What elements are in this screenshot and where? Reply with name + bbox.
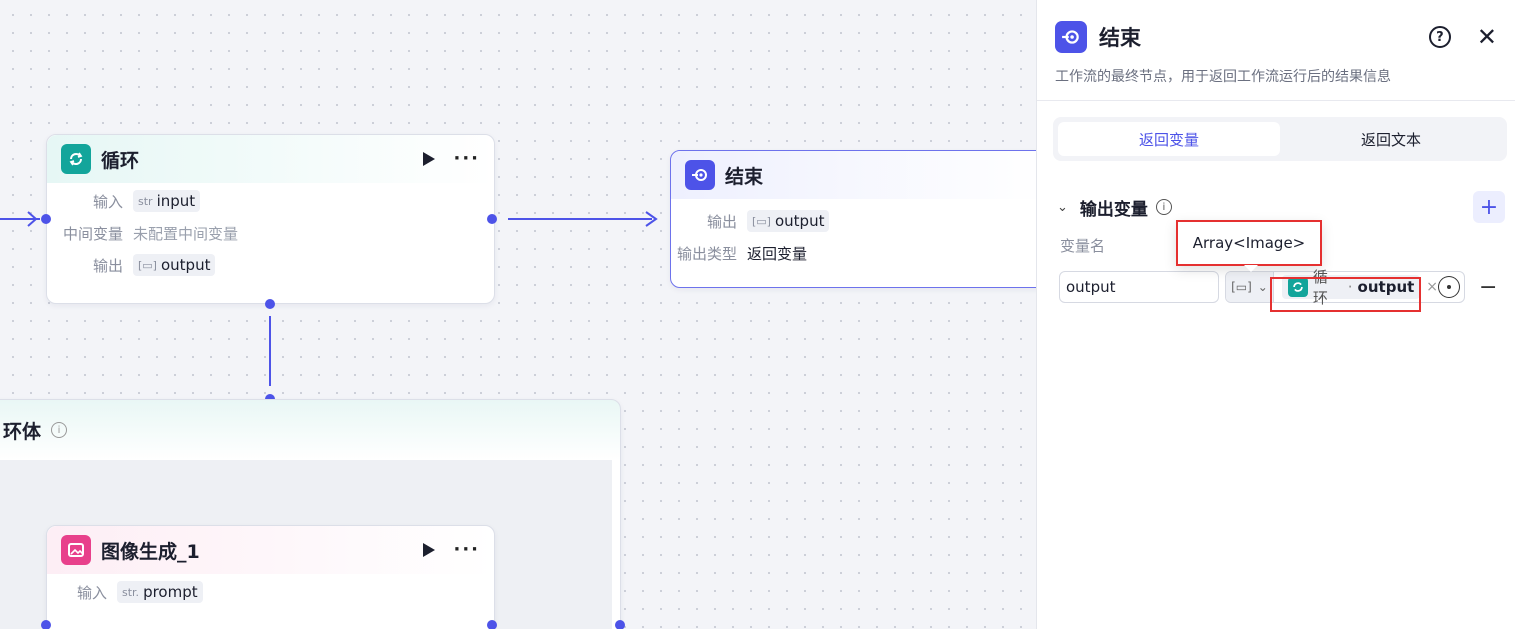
clear-reference-icon[interactable]: × (1426, 279, 1439, 295)
type-selector[interactable]: [▭] ⌄ (1226, 272, 1274, 302)
variable-row: [▭] ⌄ 循环 · output × − (1037, 268, 1515, 307)
end-icon (685, 160, 715, 190)
reference-chip[interactable]: 循环 · output (1281, 268, 1421, 307)
tab-return-text[interactable]: 返回文本 (1360, 130, 1421, 149)
return-mode-tabs: 返回变量 返回文本 (1053, 117, 1507, 161)
more-icon[interactable]: ··· (453, 148, 480, 169)
remove-variable-button[interactable]: − (1479, 274, 1498, 300)
string-type-icon: str. (122, 585, 140, 599)
loop-icon (1287, 277, 1308, 297)
row-label: 输入 (76, 583, 107, 602)
image-out-port[interactable] (487, 620, 497, 629)
loop-out-port[interactable] (487, 214, 497, 224)
row-label: 输出类型 (676, 244, 737, 263)
info-icon[interactable]: i (51, 422, 68, 438)
loop-body-title: 环体 (3, 420, 42, 443)
end-node-panel: 结束 ? ✕ 工作流的最终节点，用于返回工作流运行后的结果信息 返回变量 返回文… (1036, 0, 1515, 629)
output-var-tag: [▭]output (133, 254, 216, 276)
section-title: 输出变量 (1079, 199, 1148, 220)
loop-body-port[interactable] (265, 299, 275, 309)
tab-return-variable[interactable]: 返回变量 (1058, 122, 1280, 156)
row-label: 输入 (92, 192, 123, 211)
image-array-icon: [▭] (1231, 280, 1252, 294)
divider (1037, 100, 1515, 101)
image-gen-icon (61, 535, 91, 565)
loop-node-title: 循环 (101, 149, 140, 172)
loop-body-out-port[interactable] (615, 620, 625, 629)
image-in-port[interactable] (41, 620, 51, 629)
variable-name-input[interactable] (1059, 271, 1219, 303)
end-node[interactable]: 结束 输出 [▭]output 输出类型 返回变量 (670, 150, 1050, 288)
chevron-down-icon: ⌄ (1257, 280, 1268, 294)
chevron-down-icon[interactable]: ⌄ (1057, 199, 1068, 215)
info-icon[interactable]: i (1155, 199, 1172, 215)
reference-highlight-box (1270, 277, 1421, 312)
end-icon (1055, 21, 1087, 53)
column-label: 变量名 (1060, 237, 1106, 255)
row-label: 输出 (92, 256, 123, 275)
middle-var-value: 未配置中间变量 (133, 224, 239, 243)
ref-separator: · (1347, 278, 1353, 296)
image-gen-node[interactable]: 图像生成_1 ··· 输入 str.prompt (46, 525, 495, 629)
image-gen-title: 图像生成_1 (101, 540, 200, 563)
image-array-icon: [▭] (138, 258, 157, 272)
loop-in-port[interactable] (41, 214, 51, 224)
string-type-icon: str (138, 194, 153, 208)
output-var-tag: [▭]output (747, 210, 830, 232)
row-label: 中间变量 (62, 224, 123, 243)
run-icon[interactable] (423, 543, 436, 557)
panel-description: 工作流的最终节点，用于返回工作流运行后的结果信息 (1055, 69, 1391, 85)
output-type-value: 返回变量 (747, 244, 808, 263)
add-variable-button[interactable]: + (1473, 191, 1505, 223)
image-array-icon: [▭] (752, 214, 771, 228)
row-label: 输出 (706, 212, 737, 231)
prompt-var-tag: str.prompt (117, 581, 203, 603)
variable-reference-field[interactable]: [▭] ⌄ 循环 · output × (1225, 268, 1465, 307)
close-icon[interactable]: ✕ (1476, 23, 1497, 51)
run-icon[interactable] (423, 152, 436, 166)
more-icon[interactable]: ··· (453, 539, 480, 560)
type-tooltip: Array<Image> (1176, 220, 1322, 272)
help-icon[interactable]: ? (1428, 26, 1451, 48)
loop-icon (61, 144, 91, 174)
ref-variable-name: output (1357, 278, 1415, 296)
panel-title: 结束 (1099, 26, 1141, 50)
pick-variable-icon[interactable] (1438, 276, 1460, 298)
end-node-title: 结束 (725, 165, 764, 188)
